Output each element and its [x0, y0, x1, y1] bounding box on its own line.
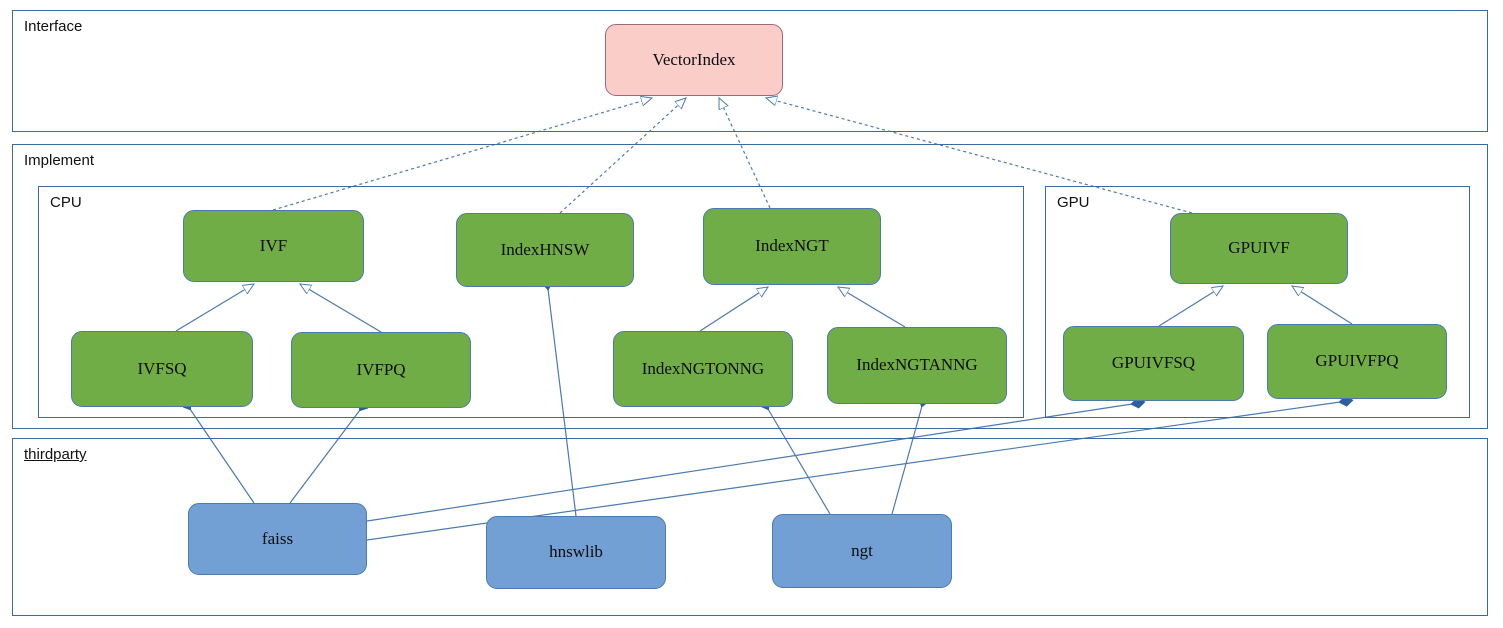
- group-box-thirdparty: [12, 438, 1488, 616]
- node-label-ivfsq: IVFSQ: [137, 358, 187, 378]
- group-box-gpu: [1045, 186, 1470, 418]
- node-hnswlib[interactable]: hnswlib: [486, 516, 666, 589]
- node-label-gpuivfsq: GPUIVFSQ: [1111, 353, 1196, 373]
- node-gpuivfsq[interactable]: GPUIVFSQ: [1063, 326, 1244, 401]
- node-indexhnsw[interactable]: IndexHNSW: [456, 213, 634, 287]
- node-ngt[interactable]: ngt: [772, 514, 952, 588]
- group-label-thirdparty: thirdparty: [24, 446, 87, 463]
- group-label-cpu: CPU: [50, 194, 82, 211]
- node-label-ivf: IVF: [259, 235, 288, 255]
- group-box-interface: [12, 10, 1488, 132]
- node-label-indexhnsw: IndexHNSW: [500, 239, 590, 259]
- node-gpuivfpq[interactable]: GPUIVFPQ: [1267, 324, 1447, 399]
- node-label-indexngtanng: IndexNGTANNG: [856, 355, 978, 375]
- group-label-interface: Interface: [24, 18, 83, 35]
- node-vectorindex[interactable]: VectorIndex: [605, 24, 783, 96]
- node-label-vectorindex: VectorIndex: [652, 49, 736, 69]
- node-ivfsq[interactable]: IVFSQ: [71, 331, 253, 407]
- node-indexngt[interactable]: IndexNGT: [703, 208, 881, 285]
- node-indexngtanng[interactable]: IndexNGTANNG: [827, 327, 1007, 404]
- group-box-implement: [12, 144, 1488, 429]
- node-label-faiss: faiss: [261, 528, 294, 548]
- node-label-ivfpq: IVFPQ: [356, 359, 406, 379]
- node-indexngtonng[interactable]: IndexNGTONNG: [613, 331, 793, 407]
- node-label-ngt: ngt: [851, 540, 873, 560]
- node-ivfpq[interactable]: IVFPQ: [291, 332, 471, 408]
- group-box-cpu: [38, 186, 1024, 418]
- group-label-gpu: GPU: [1057, 194, 1090, 211]
- node-label-gpuivfpq: GPUIVFPQ: [1315, 351, 1399, 371]
- node-faiss[interactable]: faiss: [188, 503, 367, 575]
- node-label-hnswlib: hnswlib: [549, 542, 603, 562]
- group-label-implement: Implement: [24, 152, 95, 169]
- node-label-indexngt: IndexNGT: [755, 236, 829, 256]
- node-ivf[interactable]: IVF: [183, 210, 364, 282]
- node-label-indexngtonng: IndexNGTONNG: [641, 358, 765, 378]
- node-gpuivf[interactable]: GPUIVF: [1170, 213, 1348, 284]
- node-label-gpuivf: GPUIVF: [1228, 238, 1290, 258]
